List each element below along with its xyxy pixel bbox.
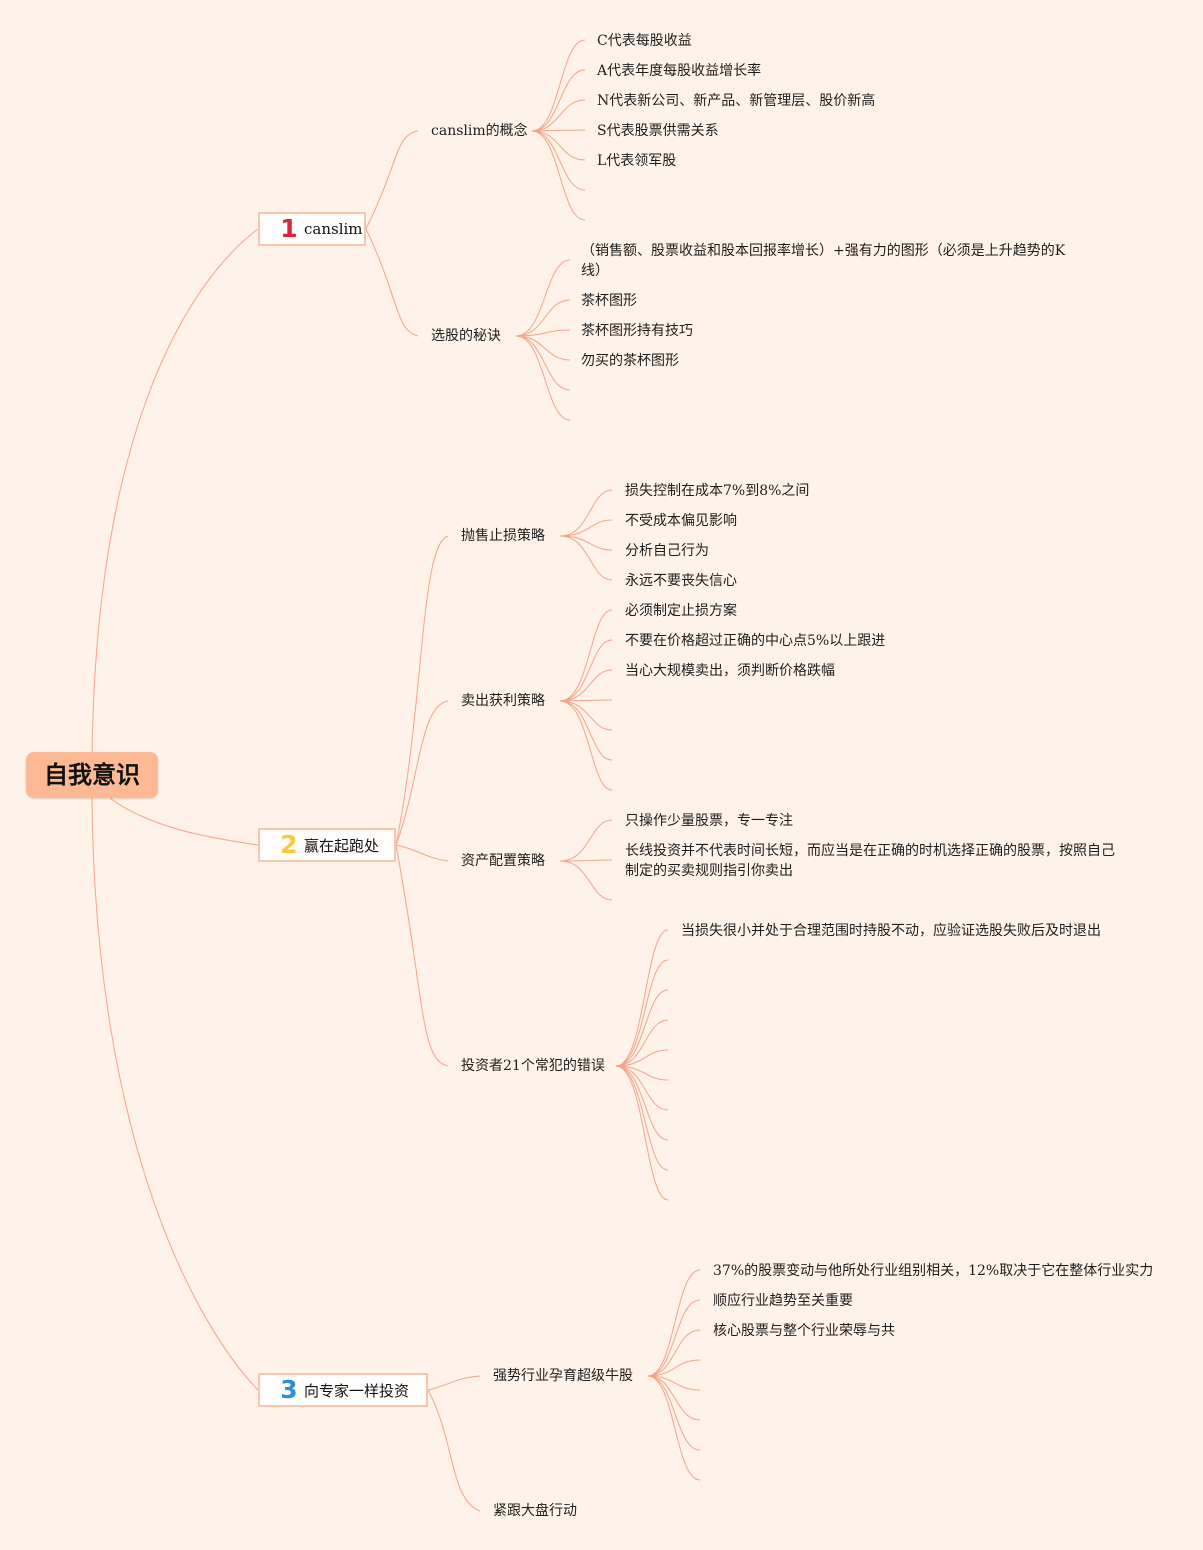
topic-common-mistakes[interactable]: 投资者21个常犯的错误	[461, 1058, 605, 1074]
leaf-item[interactable]: 勿买的茶杯图形	[581, 353, 679, 369]
branch-win-at-start[interactable]: 2 赢在起跑处	[258, 828, 396, 862]
branch-canslim[interactable]: 1 canslim	[258, 212, 366, 246]
link-root-b3	[91, 797, 259, 1391]
leaf-item[interactable]: N代表新公司、新产品、新管理层、股价新高	[597, 93, 876, 109]
leaf-item[interactable]: L代表领军股	[597, 153, 677, 169]
topic-stock-picking-secret[interactable]: 选股的秘诀	[431, 328, 501, 344]
topic-take-profit[interactable]: 卖出获利策略	[461, 693, 545, 709]
leaf-item[interactable]: S代表股票供需关系	[597, 123, 719, 139]
topic-strong-industry[interactable]: 强势行业孕育超级牛股	[493, 1368, 633, 1384]
topic-stop-loss[interactable]: 抛售止损策略	[461, 528, 545, 544]
branch-label: 向专家一样投资	[304, 1381, 410, 1400]
leaf-item[interactable]: 永远不要丧失信心	[625, 573, 737, 589]
leaf-item[interactable]: 长线投资并不代表时间长短，而应当是在正确的时机选择正确的股票，按照自己制定的买卖…	[625, 843, 1115, 879]
branch-label: 赢在起跑处	[304, 836, 380, 855]
link-root-b2	[109, 797, 259, 846]
number-badge-3: 3	[280, 1375, 298, 1404]
root-node[interactable]: 自我意识	[26, 752, 158, 798]
leaf-item[interactable]: 核心股票与整个行业荣辱与共	[713, 1323, 895, 1339]
number-badge-1: 1	[280, 214, 298, 243]
leaf-item[interactable]: 必须制定止损方案	[625, 603, 737, 619]
leaf-item[interactable]: 不受成本偏见影响	[625, 513, 737, 529]
leaf-item[interactable]: 顺应行业趋势至关重要	[713, 1293, 853, 1309]
topic-canslim-concept[interactable]: canslim的概念	[431, 123, 528, 139]
topic-follow-market[interactable]: 紧跟大盘行动	[493, 1503, 577, 1519]
leaf-item[interactable]: C代表每股收益	[597, 33, 692, 49]
branch-label: canslim	[304, 220, 363, 238]
leaf-item[interactable]: 不要在价格超过正确的中心点5%以上跟进	[625, 633, 886, 649]
leaf-item[interactable]: 37%的股票变动与他所处行业组别相关，12%取决于它在整体行业实力	[713, 1263, 1154, 1279]
leaf-item[interactable]: A代表年度每股收益增长率	[597, 63, 762, 79]
leaf-item[interactable]: （销售额、股票收益和股本回报率增长）+强有力的图形（必须是上升趋势的K线）	[581, 243, 1066, 279]
leaf-item[interactable]: 损失控制在成本7%到8%之间	[625, 483, 810, 499]
branch-invest-like-expert[interactable]: 3 向专家一样投资	[258, 1373, 428, 1407]
leaf-item[interactable]: 当损失很小并处于合理范围时持股不动，应验证选股失败后及时退出	[681, 923, 1101, 939]
link-root-b1	[91, 228, 259, 776]
leaf-item[interactable]: 茶杯图形	[581, 293, 637, 309]
number-badge-2: 2	[280, 830, 298, 859]
leaf-item[interactable]: 茶杯图形持有技巧	[581, 323, 693, 339]
topic-asset-allocation[interactable]: 资产配置策略	[461, 853, 545, 869]
leaf-item[interactable]: 当心大规模卖出，须判断价格跌幅	[625, 663, 835, 679]
leaf-item[interactable]: 只操作少量股票，专一专注	[625, 813, 793, 829]
leaf-item[interactable]: 分析自己行为	[625, 543, 709, 559]
